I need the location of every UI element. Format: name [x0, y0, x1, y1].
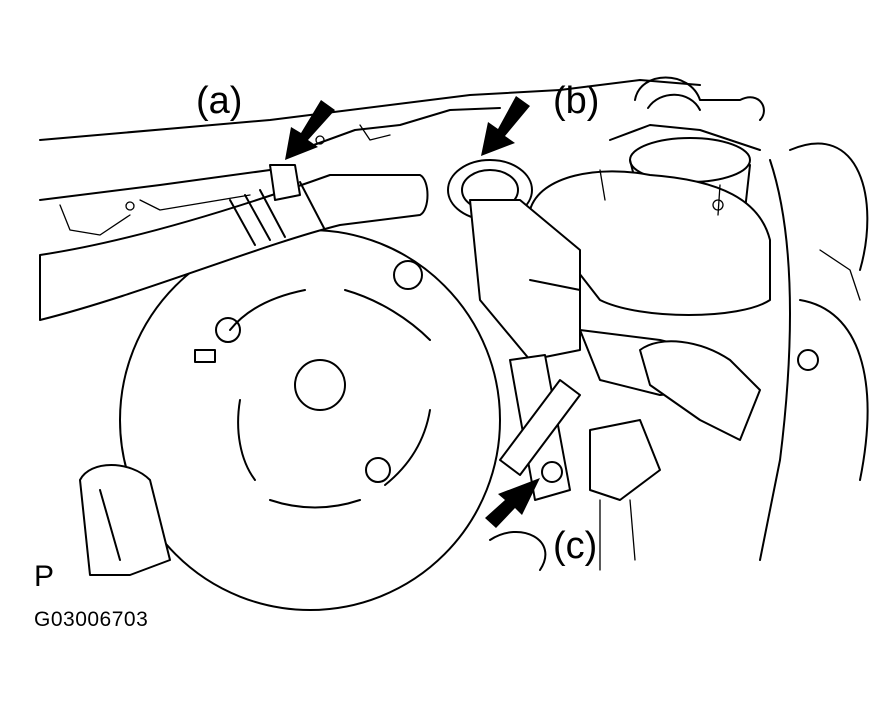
callout-b: (b) [553, 80, 600, 122]
reservoir-body [529, 169, 771, 316]
callout-a: (a) [196, 80, 243, 122]
arrow-c-icon [485, 478, 540, 528]
wrench [469, 199, 761, 441]
adjusting-strap [489, 354, 661, 571]
lower-bracket [79, 464, 171, 576]
arrow-b-icon [481, 96, 530, 156]
view-marker: P [34, 560, 55, 593]
callout-c: (c) [553, 525, 598, 567]
arrow-a-icon [285, 100, 335, 160]
hose [39, 164, 429, 321]
figure-code: G03006703 [34, 608, 149, 631]
pulley [119, 229, 501, 611]
engine-bay-outline [39, 79, 869, 561]
